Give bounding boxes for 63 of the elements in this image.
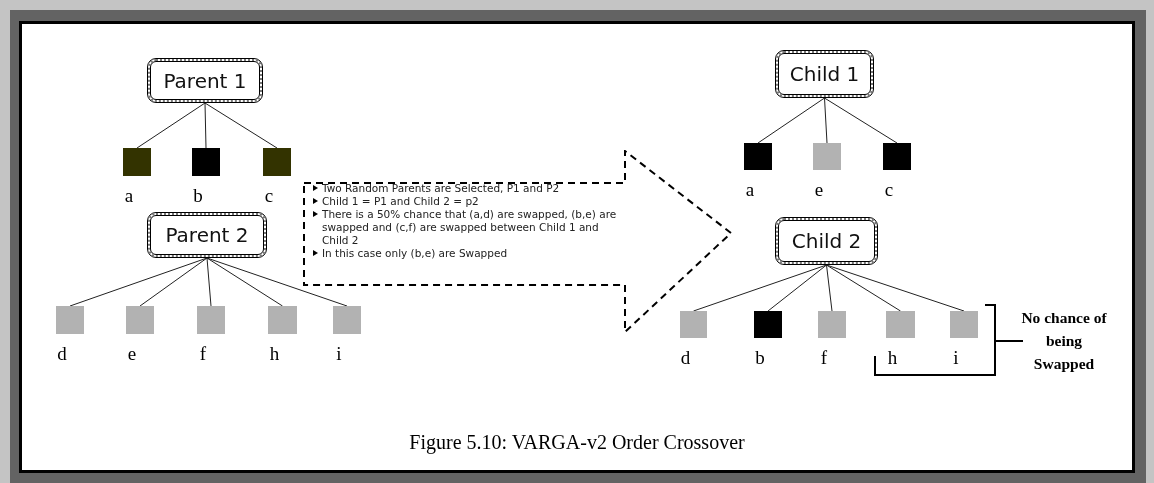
gene-letter: e xyxy=(127,344,137,363)
gene-square xyxy=(192,148,220,176)
gene-letter: b xyxy=(755,348,765,367)
rounded-node-box xyxy=(147,212,267,258)
bullet-text: Child 1 = P1 and Child 2 = p2 xyxy=(311,195,622,208)
gene-square xyxy=(886,311,915,338)
connector-line xyxy=(204,102,207,149)
node-title: Parent 2 xyxy=(165,223,249,247)
connector-line xyxy=(826,264,901,312)
connector-line xyxy=(204,102,278,149)
connector-line xyxy=(767,264,827,312)
gene-letter: d xyxy=(57,344,67,363)
node-title: Child 2 xyxy=(791,229,862,253)
gene-letter: h xyxy=(269,344,280,363)
gene-letter: i xyxy=(336,344,342,363)
gene-square xyxy=(56,306,84,334)
gene-letter: f xyxy=(820,348,828,367)
connector-line xyxy=(206,257,348,307)
gene-letter: c xyxy=(884,180,894,199)
gene-square xyxy=(123,148,151,176)
connector-line xyxy=(139,257,208,307)
gene-letter: i xyxy=(953,348,959,367)
block-arrow-shape xyxy=(303,150,733,333)
connector-line xyxy=(826,264,965,312)
connector-line xyxy=(693,264,827,312)
connector-line xyxy=(757,97,825,144)
connector-line xyxy=(136,102,206,149)
connector-line xyxy=(824,97,828,144)
figure-caption: Figure 5.10: VARGA-v2 Order Crossover xyxy=(408,431,746,454)
gene-square xyxy=(263,148,291,176)
node-title: Child 1 xyxy=(789,62,860,86)
connector-line xyxy=(69,257,208,307)
gene-letter: a xyxy=(745,180,755,199)
rounded-node-box xyxy=(147,58,263,103)
gene-square xyxy=(268,306,297,334)
gene-square xyxy=(744,143,772,170)
rounded-node-box xyxy=(775,50,874,98)
gene-letter: e xyxy=(814,180,824,199)
gene-letter: a xyxy=(124,186,134,205)
gene-square xyxy=(813,143,841,170)
gene-square xyxy=(818,311,846,338)
gene-letter: h xyxy=(887,348,898,367)
bullet-text: There is a 50% chance that (a,d) are swapped, (b,e) are swapped and (c,f) are swapped between Child 1 and Child 2 xyxy=(311,208,622,247)
gene-square xyxy=(333,306,361,334)
gene-letter: f xyxy=(199,344,207,363)
gene-square xyxy=(197,306,225,334)
gene-letter: b xyxy=(193,186,203,205)
connector-line xyxy=(826,264,833,312)
bullet-text: In this case only (b,e) are Swapped xyxy=(311,247,622,260)
note-text: No chance of being Swapped xyxy=(1020,308,1108,374)
gene-letter: d xyxy=(680,348,691,367)
rounded-node-box xyxy=(775,217,878,265)
bullet-text: Two Random Parents are Selected, P1 and P2 xyxy=(311,182,622,195)
node-title: Parent 1 xyxy=(163,68,247,93)
connector-line xyxy=(206,257,212,307)
gene-square xyxy=(126,306,154,334)
gene-square xyxy=(883,143,911,170)
connector-line xyxy=(824,97,898,144)
gene-square xyxy=(950,311,978,338)
gene-letter: c xyxy=(264,186,274,205)
connector-line xyxy=(206,257,283,307)
gene-square xyxy=(680,311,707,338)
gene-square xyxy=(754,311,782,338)
